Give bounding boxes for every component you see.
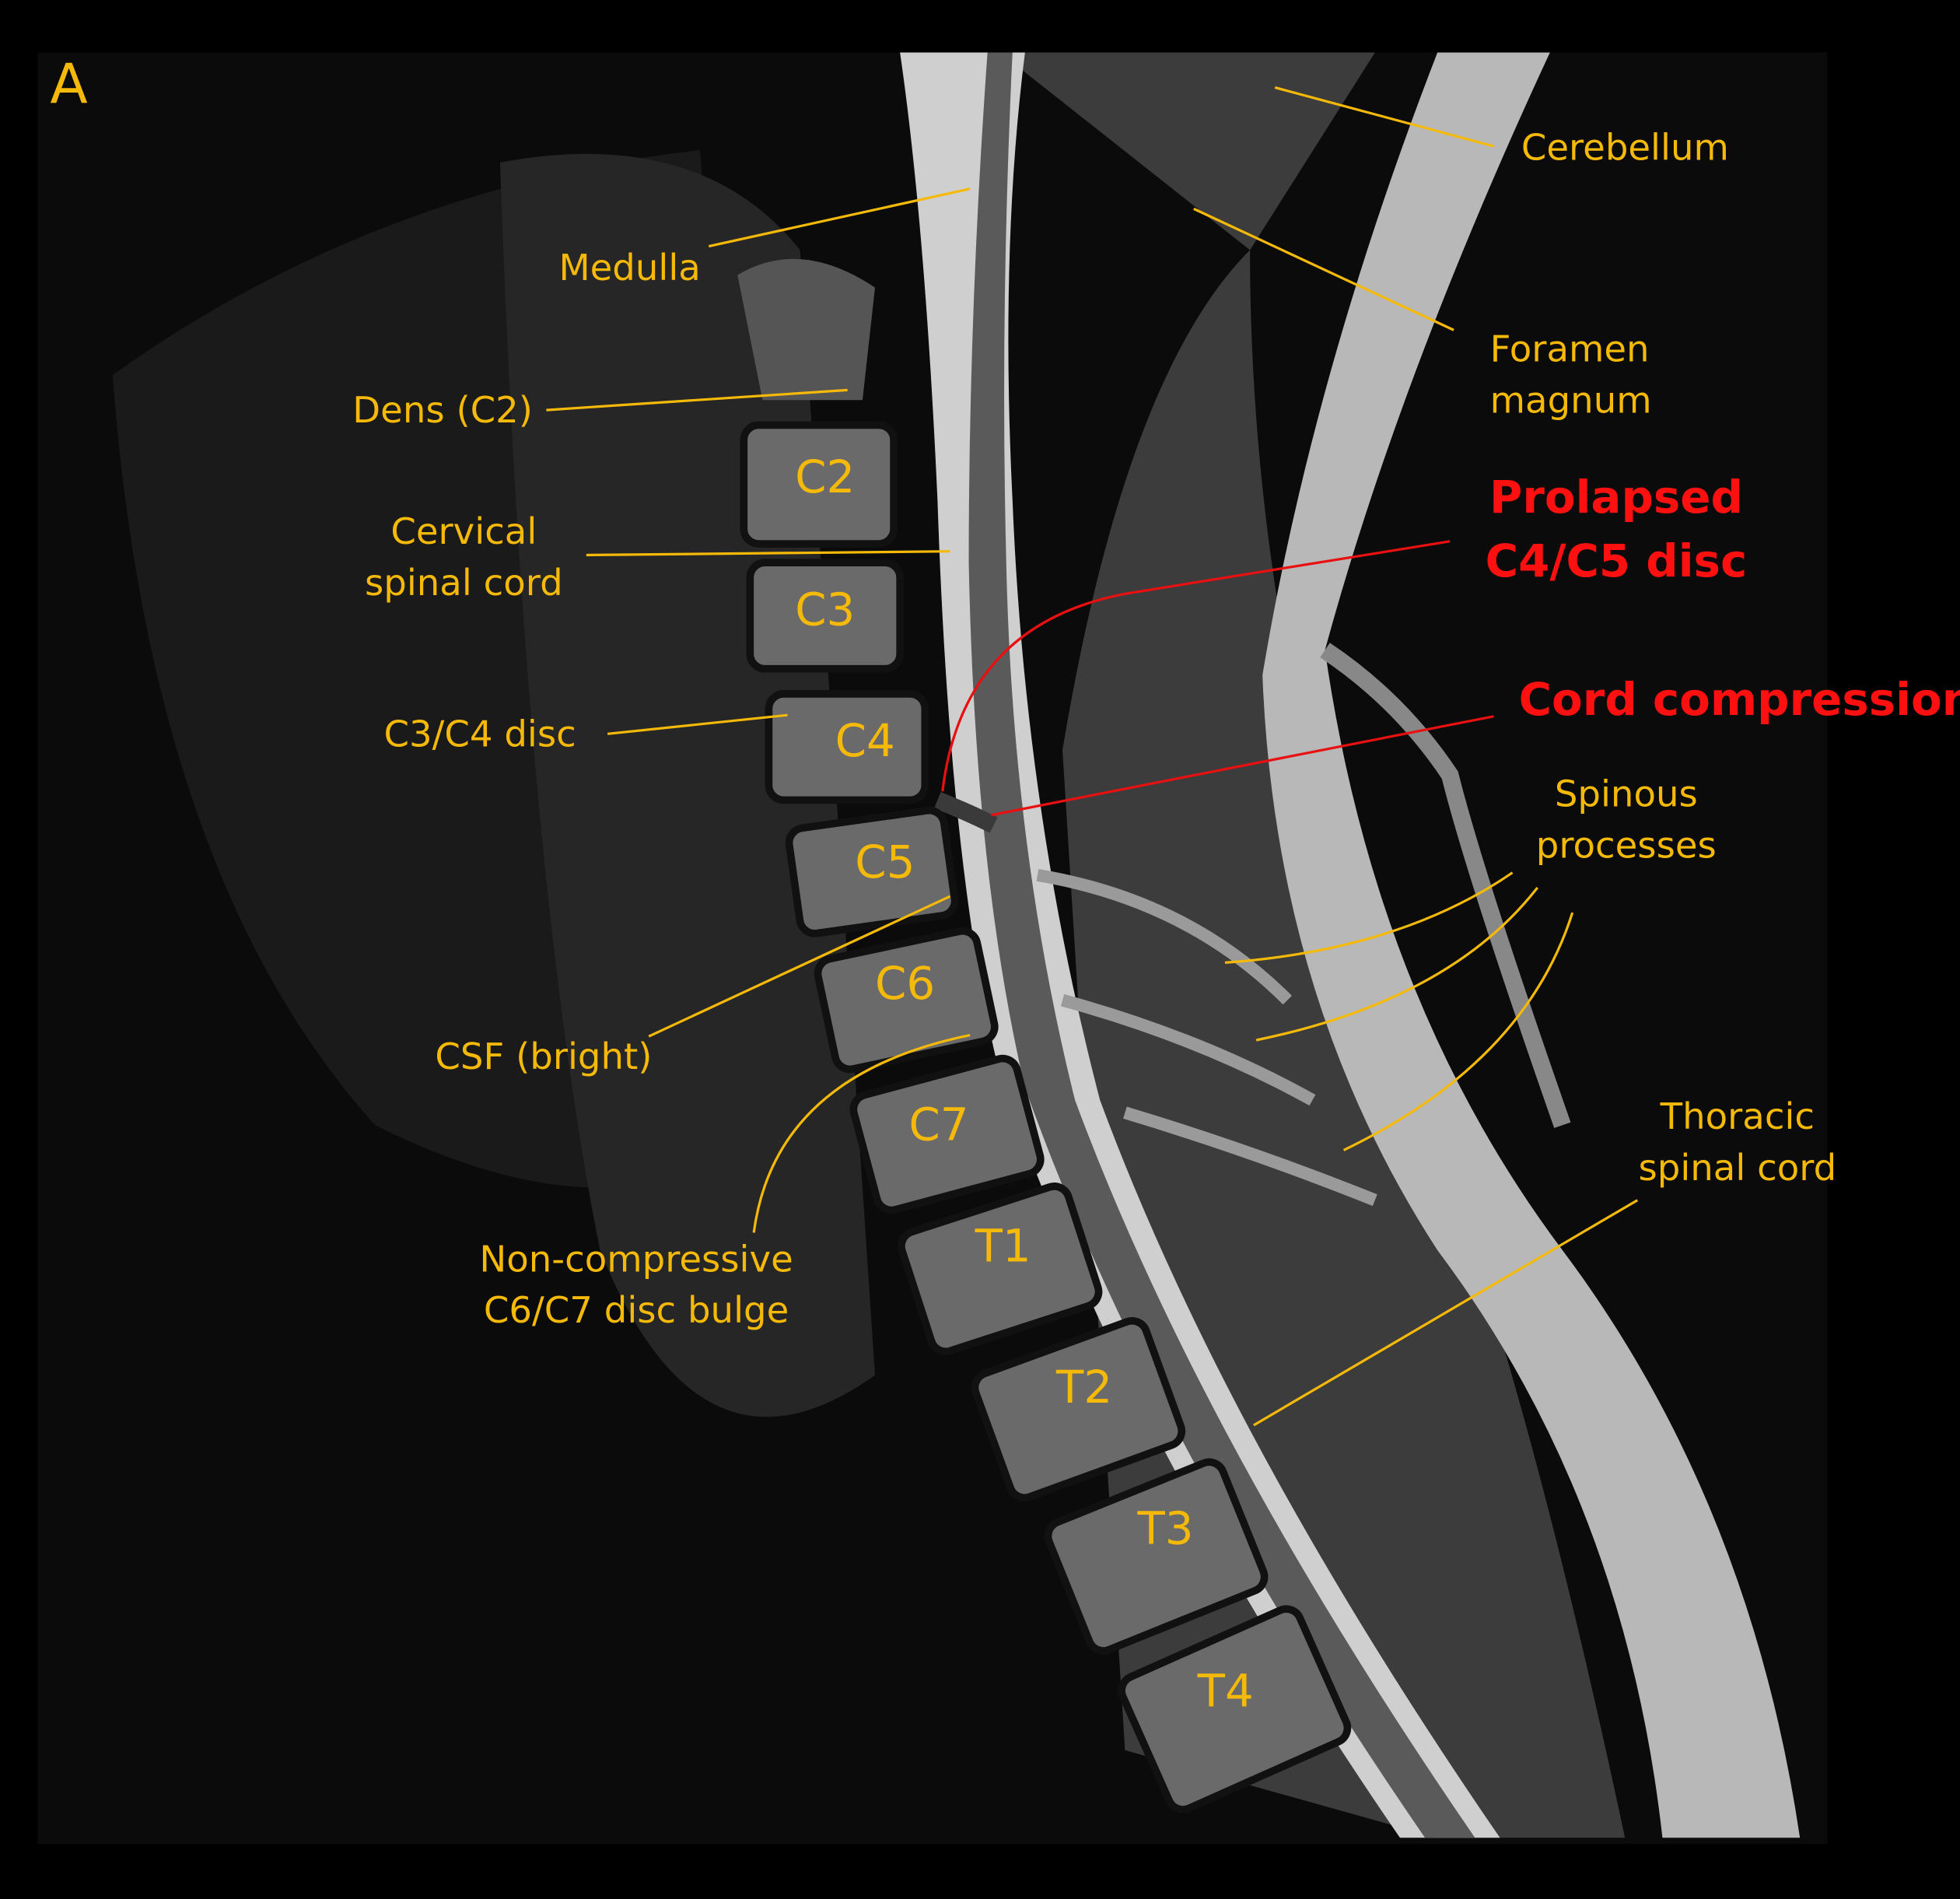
vertebra-label-t3: T3	[1136, 1502, 1193, 1555]
label-thoracic-cord-2: spinal cord	[1638, 1147, 1836, 1189]
label-prolapsed-disc-2: C4/C5 disc	[1486, 534, 1748, 587]
vertebra-label-t1: T1	[975, 1219, 1031, 1272]
vertebra-label-c5: C5	[855, 836, 915, 888]
label-prolapsed-disc-1: Prolapsed	[1489, 471, 1743, 524]
vertebra-label-c7: C7	[908, 1098, 968, 1151]
label-foramen-magnum-1: Foramen	[1490, 328, 1650, 370]
label-spinous-processes-2: processes	[1536, 824, 1717, 866]
label-spinous-processes-1: Spinous	[1555, 773, 1698, 815]
label-cerebellum: Cerebellum	[1521, 127, 1729, 169]
vertebra-label-c6: C6	[875, 957, 935, 1010]
label-disc-bulge-2: C6/C7 disc bulge	[484, 1289, 789, 1331]
vertebra-label-t4: T4	[1197, 1665, 1254, 1718]
vertebra-label-c2: C2	[795, 450, 855, 503]
label-disc-bulge-1: Non-compressive	[479, 1238, 793, 1280]
vertebra-label-c4: C4	[835, 714, 895, 767]
label-cord-compression: Cord compression	[1519, 673, 1960, 726]
label-thoracic-cord-1: Thoracic	[1660, 1095, 1815, 1137]
label-cervical-cord-1: Cervical	[390, 510, 537, 552]
label-csf: CSF (bright)	[435, 1035, 652, 1077]
mri-scan-image	[37, 52, 1828, 1845]
panel-label: A	[50, 51, 87, 116]
label-cervical-cord-2: spinal cord	[365, 562, 563, 604]
vertebra-label-t2: T2	[1055, 1361, 1112, 1414]
leader-lines	[546, 86, 1639, 1427]
label-c3c4-disc: C3/C4 disc	[383, 713, 576, 755]
label-dens: Dens (C2)	[352, 389, 533, 431]
vertebral-bodies	[740, 421, 1352, 1813]
vertebra-labels: C2 C3 C4 C5 C6 C7 T1 T2 T3 T4	[795, 450, 1254, 1717]
label-medulla: Medulla	[558, 247, 700, 289]
vertebra-label-c3: C3	[795, 583, 855, 636]
label-foramen-magnum-2: magnum	[1490, 379, 1652, 421]
